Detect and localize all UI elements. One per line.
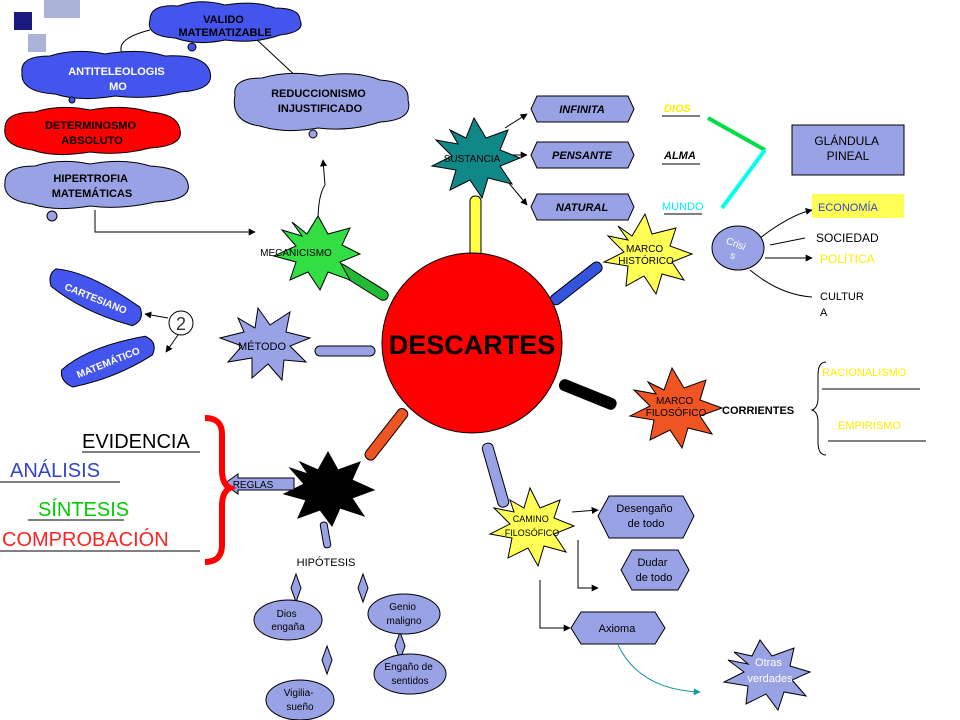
- sustancia-pensante[interactable]: PENSANTE: [530, 141, 635, 169]
- cultura-item[interactable]: CULTUR A: [820, 291, 867, 319]
- metodo-label: MÉTODO: [238, 340, 287, 353]
- mecanicismo-node[interactable]: MECANICISMO: [260, 215, 362, 292]
- reglas-node[interactable]: [282, 450, 376, 527]
- metodo-node[interactable]: MÉTODO: [218, 306, 312, 382]
- svg-text:HIPERTROFIA MATEMÁTICAS: HIPERTROFIA MATEMÁTICAS: [52, 173, 132, 200]
- cloud-hipertrofia[interactable]: HIPERTROFIA MATEMÁTICAS: [4, 160, 189, 210]
- economia-item[interactable]: ECONOMÍA: [812, 194, 904, 218]
- rule-evidencia: EVIDENCIA: [82, 431, 190, 453]
- svg-text:GLÁNDULA PINEAL: GLÁNDULA PINEAL: [814, 133, 881, 163]
- alma-label: ALMA: [663, 150, 696, 162]
- corner-square-sky-3: [28, 34, 46, 52]
- cloud-otras-verdades[interactable]: Otras verdades: [722, 639, 812, 712]
- dios-label: DIOS: [664, 103, 692, 115]
- reglas-brace: [204, 415, 237, 565]
- spokes: [314, 195, 617, 549]
- svg-text:2: 2: [176, 314, 186, 334]
- marco-historico-node[interactable]: MARCO HISTÓRICO: [602, 212, 694, 296]
- svg-text:PENSANTE: PENSANTE: [552, 150, 613, 162]
- glandula-pineal[interactable]: GLÁNDULA PINEAL: [791, 124, 905, 176]
- svg-text:Desengaño de todo: Desengaño de todo: [616, 503, 675, 530]
- corner-square-sky-2: [62, 0, 80, 18]
- sustancia-node[interactable]: SUSTANCIA: [430, 116, 522, 200]
- racionalismo-item[interactable]: RACIONALISMO: [822, 367, 907, 379]
- corner-square-sky-1: [44, 0, 62, 18]
- svg-text:Otras verdades: Otras verdades: [747, 657, 793, 685]
- dudar-node[interactable]: Dudar de todo: [620, 549, 690, 591]
- corner-square-navy-1: [14, 12, 32, 30]
- svg-text:INFINITA: INFINITA: [559, 104, 605, 116]
- empirismo-item[interactable]: EMPIRISMO: [838, 420, 901, 432]
- crisis-node[interactable]: Crisi s: [711, 225, 765, 271]
- rule-analisis: ANÁLISIS: [10, 459, 100, 482]
- svg-text:MARCO HISTÓRICO: MARCO HISTÓRICO: [618, 244, 674, 267]
- cloud-antiteleologismo[interactable]: ANTITELEOLOGIS MO: [21, 50, 212, 100]
- cloud-valido[interactable]: VALIDO MATEMATIZABLE: [148, 1, 302, 44]
- svg-text:NATURAL: NATURAL: [556, 202, 609, 214]
- reglas-arrow[interactable]: REGLAS: [223, 473, 295, 495]
- hipotesis-genio-maligno[interactable]: Genio maligno: [367, 593, 441, 635]
- cloud-antiteleologismo-bubble: [68, 96, 76, 104]
- svg-text:Engaño de sentidos: Engaño de sentidos: [384, 662, 435, 687]
- svg-text:MARCO FILOSÓFICO: MARCO FILOSÓFICO: [646, 396, 707, 419]
- reglas-list: EVIDENCIA ANÁLISIS SÍNTESIS COMPROBACIÓN: [0, 431, 200, 552]
- sustancia-infinita[interactable]: INFINITA: [530, 95, 635, 123]
- rule-comprobacion: COMPROBACIÓN: [2, 528, 169, 551]
- center-label: DESCARTES: [389, 330, 556, 360]
- cartesiano-node[interactable]: CARTESIANO: [44, 264, 148, 329]
- camino-filosofico-node[interactable]: CAMINO FILOSÓFICO: [488, 486, 576, 568]
- mecanicismo-label: MECANICISMO: [260, 248, 332, 259]
- hipotesis-vigilia-sueno[interactable]: Vigilia- sueño: [265, 679, 335, 720]
- svg-text:VALIDO MATEMATIZABLE: VALIDO MATEMATIZABLE: [178, 14, 271, 39]
- svg-text:ANTITELEOLOGIS MO: ANTITELEOLOGIS MO: [68, 66, 168, 93]
- sustancia-natural[interactable]: NATURAL: [530, 193, 635, 221]
- mundo-label: MUNDO: [662, 201, 704, 213]
- green-beam-2: [720, 148, 767, 210]
- hipotesis-dios-engana[interactable]: Dios engaña: [253, 599, 323, 641]
- cloud-valido-line2: MATEMATIZABLE: [178, 27, 271, 39]
- hipotesis-diamonds: [290, 572, 406, 676]
- cloud-valido-bubble: [187, 42, 197, 52]
- matematico-node[interactable]: MATEMÁTICO: [57, 329, 158, 393]
- axioma-node[interactable]: Axioma: [570, 611, 666, 645]
- svg-text:ECONOMÍA: ECONOMÍA: [818, 201, 879, 214]
- rule-sintesis: SÍNTESIS: [38, 498, 129, 521]
- svg-text:REDUCCIONISMO INJUSTIFIC: REDUCCIONISMO INJUSTIFICADO: [271, 88, 369, 115]
- desengano-node[interactable]: Desengaño de todo: [597, 495, 695, 539]
- cloud-valido-line1: VALIDO: [203, 14, 244, 26]
- corrientes-label: CORRIENTES: [722, 405, 794, 417]
- svg-text:Genio maligno: Genio maligno: [386, 602, 421, 627]
- sociedad-item[interactable]: SOCIEDAD: [816, 231, 879, 245]
- corrientes-bracket: [810, 361, 827, 456]
- svg-text:DETERMINOSMO ABSOLUTO: DETERMINOSMO ABSOLUTO: [45, 120, 139, 147]
- cloud-reduccionismo[interactable]: REDUCCIONISMO INJUSTIFICADO: [233, 72, 410, 132]
- sustancia-label: SUSTANCIA: [444, 154, 501, 165]
- reglas-label: REGLAS: [233, 480, 274, 491]
- svg-text:Dudar de todo: Dudar de todo: [636, 557, 673, 584]
- cloud-reduccionismo-bubble: [308, 129, 318, 139]
- cloud-determinismo[interactable]: DETERMINOSMO ABSOLUTO: [4, 106, 181, 156]
- svg-text:Dios engaña: Dios engaña: [271, 609, 305, 633]
- svg-text:Vigilia- sueño: Vigilia- sueño: [284, 688, 317, 713]
- politica-item[interactable]: POLÍTICA: [820, 251, 875, 266]
- metodo-count: 2: [168, 310, 194, 336]
- cloud-hipertrofia-bubble: [46, 210, 58, 222]
- green-beam: [707, 116, 766, 152]
- svg-text:Axioma: Axioma: [599, 623, 637, 635]
- svg-text:CAMINO FILOSÓFICO: CAMINO FILOSÓFICO: [505, 514, 560, 538]
- marco-filosofico-node[interactable]: MARCO FILOSÓFICO: [628, 366, 724, 450]
- center-node[interactable]: DESCARTES: [381, 252, 563, 434]
- hipotesis-label: HIPÓTESIS: [297, 556, 356, 569]
- teal-arrow: [617, 644, 701, 696]
- hipotesis-engano-sentidos[interactable]: Engaño de sentidos: [373, 653, 447, 695]
